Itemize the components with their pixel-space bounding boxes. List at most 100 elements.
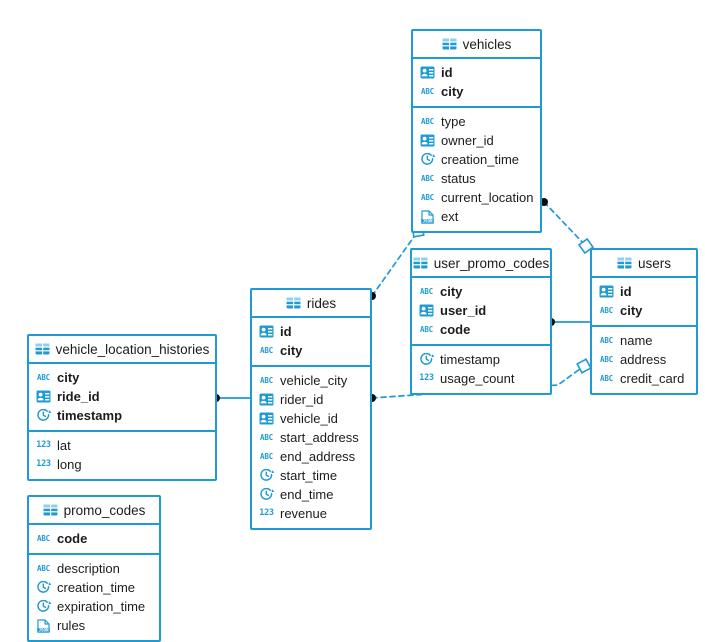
abc-icon: ABC	[600, 354, 613, 364]
relationship-rel-vehicles-users[interactable]	[540, 198, 595, 255]
column-row[interactable]: expiration_time	[29, 597, 159, 616]
column-name: type	[441, 114, 466, 129]
clock-icon	[259, 487, 274, 502]
column-name: rider_id	[280, 392, 324, 407]
column-name: end_time	[280, 487, 334, 502]
abc-icon: ABC	[37, 372, 50, 382]
column-name: creation_time	[57, 580, 136, 595]
column-name: city	[440, 284, 463, 299]
table-header-users[interactable]: users	[592, 250, 696, 278]
column-row[interactable]: ABC credit_card	[592, 369, 696, 388]
column-name: start_address	[280, 430, 359, 445]
column-row[interactable]: rider_id	[252, 390, 370, 409]
abc-icon: ABC	[420, 324, 433, 334]
column-name: timestamp	[440, 352, 500, 367]
abc-icon: ABC	[260, 432, 273, 442]
table-header-user_promo_codes[interactable]: user_promo_codes	[412, 250, 550, 278]
abc-icon: ABC	[600, 305, 613, 315]
column-row[interactable]: ABC address	[592, 350, 696, 369]
abc-icon: ABC	[600, 335, 613, 345]
relationship-rel-upc-users[interactable]	[547, 318, 591, 326]
clock-icon	[36, 408, 51, 423]
abc-icon: ABC	[421, 192, 434, 202]
table-icon	[413, 256, 428, 271]
column-row[interactable]: end_time	[252, 485, 370, 504]
abc-icon: ABC	[421, 173, 434, 183]
abc-icon: ABC	[260, 345, 273, 355]
table-header-vehicles[interactable]: vehicles	[413, 31, 540, 59]
column-row[interactable]: id	[252, 322, 370, 341]
column-row[interactable]: ABC status	[413, 169, 540, 188]
column-name: code	[440, 322, 471, 337]
relationship-rel-vlh-rides[interactable]	[212, 394, 251, 402]
number-icon: 123	[36, 459, 51, 470]
column-name: city	[280, 343, 303, 358]
column-row[interactable]: timestamp	[29, 406, 215, 425]
column-row[interactable]: timestamp	[412, 350, 550, 369]
table-header-vehicle_location_histories[interactable]: vehicle_location_histories	[29, 336, 215, 364]
column-row[interactable]: user_id	[412, 301, 550, 320]
column-name: vehicle_city	[280, 373, 348, 388]
column-name: credit_card	[620, 371, 685, 386]
column-name: ext	[441, 209, 459, 224]
column-name: status	[441, 171, 476, 186]
relationship-line	[543, 201, 587, 247]
column-name: city	[57, 370, 80, 385]
table-icon	[286, 296, 301, 311]
column-row[interactable]: ABC city	[29, 368, 215, 387]
column-row[interactable]: id	[592, 282, 696, 301]
number-icon: 123	[36, 440, 51, 451]
column-row[interactable]: ABC code	[412, 320, 550, 339]
column-row[interactable]: ride_id	[29, 387, 215, 406]
column-name: address	[620, 352, 667, 367]
abc-icon: ABC	[600, 373, 613, 383]
table-header-rides[interactable]: rides	[252, 290, 370, 318]
column-row[interactable]: id	[413, 63, 540, 82]
id-badge-icon	[259, 411, 274, 426]
column-row[interactable]: creation_time	[413, 150, 540, 169]
column-row[interactable]: start_time	[252, 466, 370, 485]
column-name: code	[57, 531, 88, 546]
column-row[interactable]: owner_id	[413, 131, 540, 150]
table-title: vehicles	[462, 36, 512, 52]
json-icon: JSON	[36, 618, 51, 633]
column-name: vehicle_id	[280, 411, 338, 426]
clock-icon	[36, 599, 51, 614]
column-row[interactable]: ABC start_address	[252, 428, 370, 447]
column-name: expiration_time	[57, 599, 146, 614]
column-row[interactable]: creation_time	[29, 578, 159, 597]
column-row[interactable]: vehicle_id	[252, 409, 370, 428]
column-name: city	[441, 84, 464, 99]
table-icon	[35, 342, 50, 357]
table-header-promo_codes[interactable]: promo_codes	[29, 497, 159, 525]
number-icon: 123	[259, 508, 274, 519]
column-row[interactable]: ABC city	[252, 341, 370, 360]
id-badge-icon	[36, 389, 51, 404]
